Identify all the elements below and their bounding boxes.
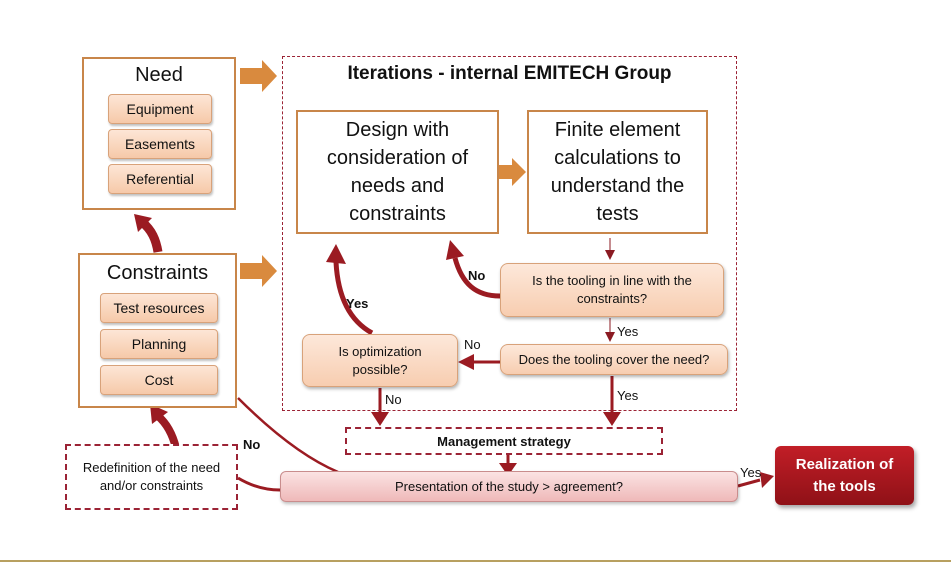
decision-tooling-need: Does the tooling cover the need? <box>500 344 728 375</box>
management-strategy-text: Management strategy <box>437 433 571 449</box>
need-item-easements: Easements <box>108 129 212 159</box>
red-arrow-no-to-management <box>371 388 389 426</box>
red-arrow-yes-to-realization <box>737 472 774 488</box>
label-yes-optimization: Yes <box>346 296 369 311</box>
need-item-equipment: Equipment <box>108 94 212 124</box>
need-box: Need Equipment Easements Referential <box>82 57 236 210</box>
red-arrow-no-to-design <box>446 240 501 299</box>
red-arrow-yes-to-management <box>603 376 621 426</box>
label-yes-tooling-need: Yes <box>617 388 639 403</box>
fea-text: Finite element calculations to understan… <box>550 119 685 225</box>
red-arrow-no-to-optimization <box>458 354 500 370</box>
design-box: Design with consideration of needs and c… <box>296 110 499 234</box>
constraints-item-cost: Cost <box>100 365 218 395</box>
red-arrow-redefinition-to-constraints <box>150 404 180 450</box>
constraints-title: Constraints <box>106 262 209 284</box>
constraints-item-test-resources: Test resources <box>100 293 218 323</box>
label-no-presentation: No <box>243 437 261 452</box>
label-no-tooling-need: No <box>464 337 481 352</box>
orange-arrow-design-to-fea <box>499 158 526 186</box>
red-arrow-yes-to-design <box>326 244 374 336</box>
red-line-presentation-to-redefinition <box>237 476 281 492</box>
constraints-box: Constraints Test resources Planning Cost <box>78 253 237 408</box>
fea-box: Finite element calculations to understan… <box>527 110 708 234</box>
orange-arrow-need-to-iterations <box>240 60 277 92</box>
presentation-text: Presentation of the study > agreement? <box>394 479 623 494</box>
presentation-box: Presentation of the study > agreement? <box>280 471 738 502</box>
red-line-constraints-to-presentation <box>237 397 339 474</box>
label-no-optimization: No <box>385 392 402 407</box>
iterations-frame <box>282 56 737 411</box>
decision-optimization: Is optimization possible? <box>302 334 458 387</box>
management-strategy-box: Management strategy <box>345 427 663 455</box>
need-item-referential: Referential <box>108 164 212 194</box>
orange-arrow-constraints-to-iterations <box>240 255 277 287</box>
red-arrow-management-to-presentation <box>499 454 517 476</box>
iterations-title: Iterations - internal EMITECH Group <box>347 63 672 84</box>
need-title: Need <box>135 64 183 86</box>
constraints-item-planning: Planning <box>100 329 218 359</box>
label-no-design: No <box>468 268 486 283</box>
realization-box: Realization of the tools <box>775 446 914 505</box>
label-yes-presentation: Yes <box>740 465 762 480</box>
realization-text: Realization of the tools <box>795 455 894 495</box>
design-text: Design with consideration of needs and c… <box>326 119 469 225</box>
redefinition-box: Redefinition of the need and/or constrai… <box>65 444 238 510</box>
redefinition-text: Redefinition of the need and/or constrai… <box>82 460 221 493</box>
red-arrow-constraints-to-need <box>134 214 163 253</box>
decision-tooling-constraints: Is the tooling in line with the constrai… <box>500 263 724 317</box>
label-yes-tooling-constraints: Yes <box>617 324 639 339</box>
